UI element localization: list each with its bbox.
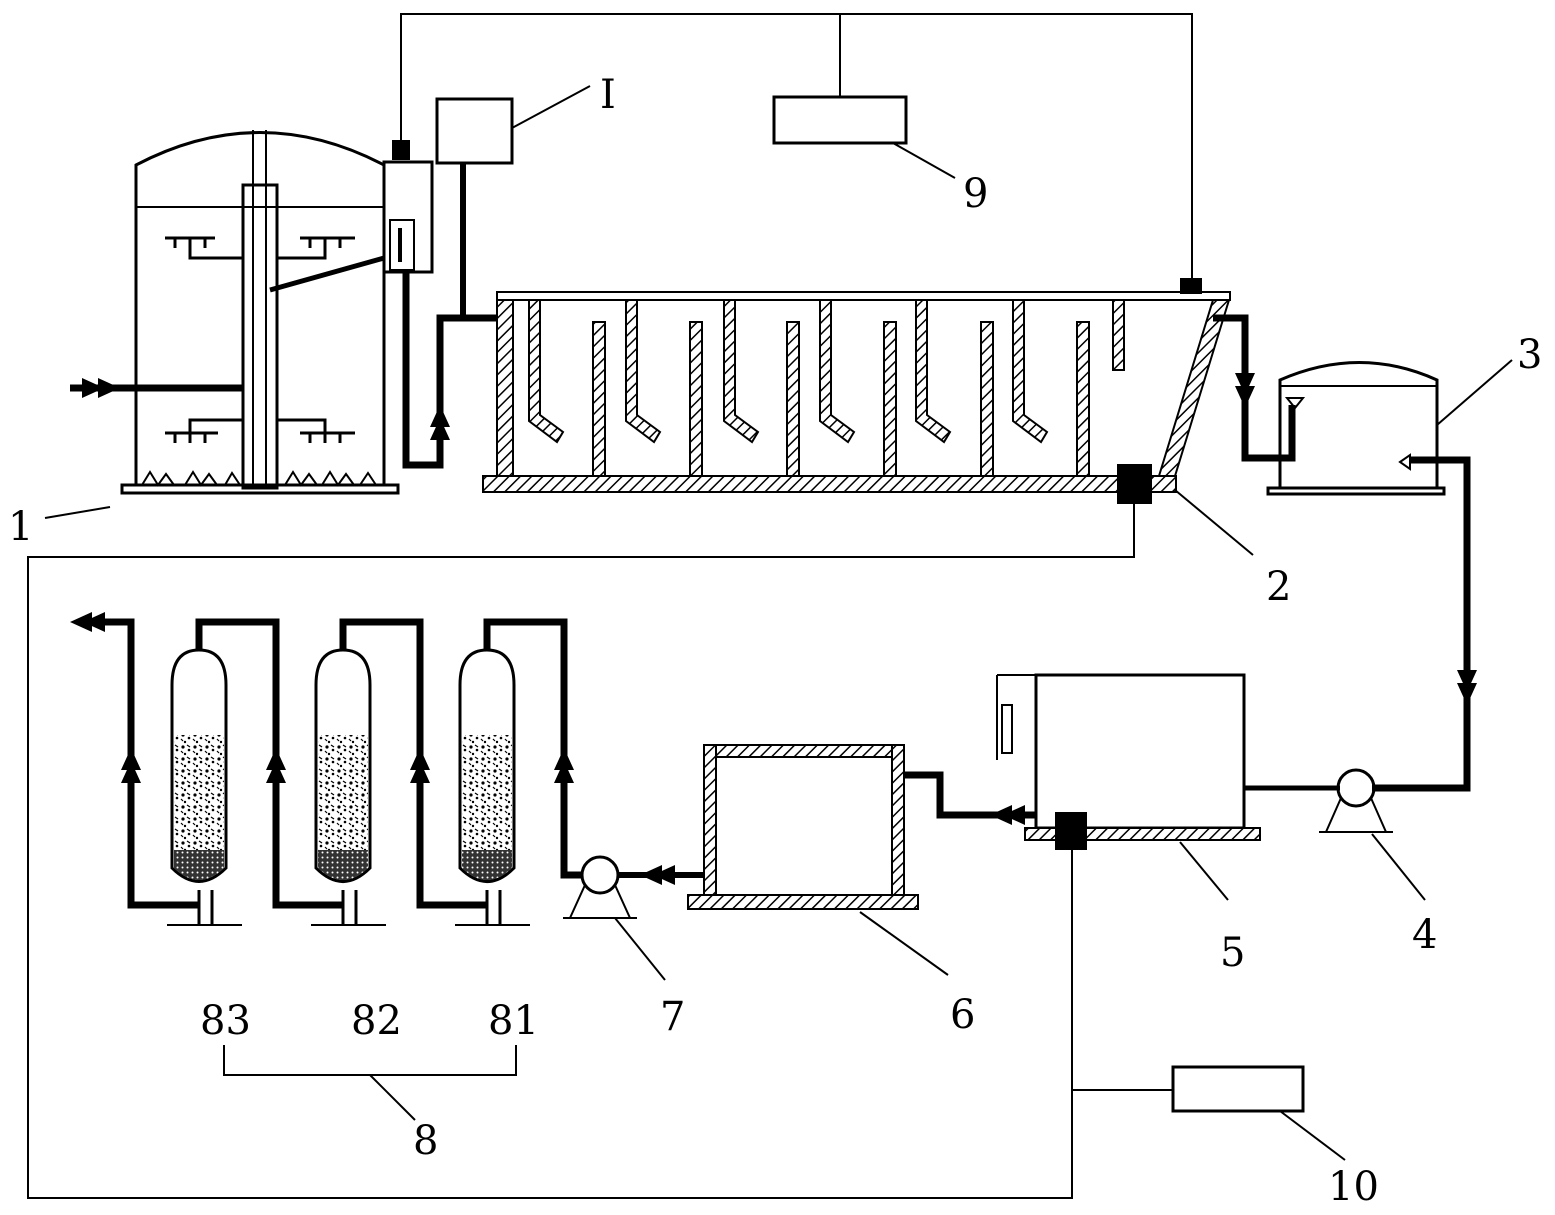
pipe-reactor-to-tank	[402, 163, 499, 469]
monitor-unit-10: 10	[1171, 1065, 1379, 1210]
label-3: 3	[1517, 332, 1542, 378]
buffer-tank-3: 3	[1266, 332, 1542, 496]
sedimentation-tank-5: 5	[996, 673, 1261, 976]
column-82: 82	[311, 648, 402, 1044]
label-82: 82	[351, 998, 402, 1044]
pipe-buffer-to-sediment	[1245, 456, 1477, 792]
control-wiring-bottom	[27, 504, 1173, 1199]
label-81: 81	[488, 998, 539, 1044]
baffled-tank-2: 2	[482, 278, 1291, 610]
standing-baffles	[592, 321, 1090, 477]
reactor-1: 1	[8, 130, 400, 550]
control-wiring-top	[400, 13, 1193, 285]
detail-unit-I: I	[435, 72, 616, 165]
hanging-baffles	[528, 299, 1125, 444]
column-group-bracket: 8	[223, 1045, 517, 1164]
column-81: 81	[455, 648, 539, 1044]
label-6: 6	[950, 992, 975, 1038]
controller-unit-9: 9	[772, 95, 988, 217]
label-4: 4	[1412, 912, 1437, 958]
label-83: 83	[200, 998, 251, 1044]
label-I: I	[600, 72, 616, 118]
pump-7: 7	[563, 855, 685, 1040]
label-1: 1	[8, 504, 33, 550]
label-5: 5	[1220, 930, 1245, 976]
label-9: 9	[963, 171, 988, 217]
label-7: 7	[660, 994, 685, 1040]
label-10: 10	[1328, 1164, 1379, 1210]
pipe-sediment-to-storage	[900, 771, 1036, 825]
pipe-storage-to-pump	[618, 865, 704, 885]
column-pipework	[70, 612, 582, 909]
label-2: 2	[1266, 564, 1291, 610]
label-8: 8	[413, 1118, 438, 1164]
column-83: 83	[167, 648, 251, 1044]
pipe-tank-to-buffer	[1213, 314, 1296, 462]
storage-tank-6: 6	[687, 744, 975, 1038]
pump-4: 4	[1319, 768, 1437, 958]
